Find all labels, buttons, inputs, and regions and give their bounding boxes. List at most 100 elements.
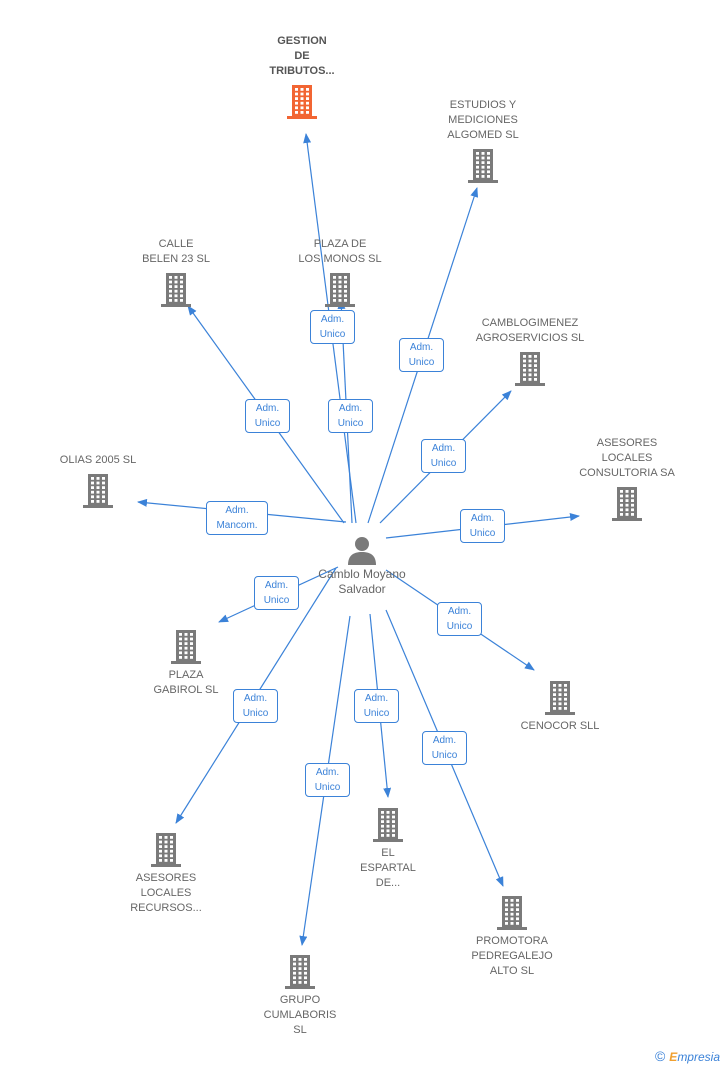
role-badge-gestion[interactable]: Adm. Unico bbox=[310, 310, 355, 344]
building-icon bbox=[161, 273, 191, 307]
company-name-line: LOCALES bbox=[601, 452, 653, 464]
role-badge-camblogimenez[interactable]: Adm. Unico bbox=[421, 439, 466, 473]
role-badge-plaza-gabirol[interactable]: Adm. Unico bbox=[254, 576, 299, 610]
role-text: Unico bbox=[319, 329, 346, 340]
person-name-line: Camblo bbox=[318, 567, 360, 581]
company-name-line: RECURSOS... bbox=[130, 902, 202, 914]
role-badge-calle[interactable]: Adm. Unico bbox=[245, 399, 290, 433]
company-name-line: CALLE bbox=[158, 238, 194, 250]
role-text: Adm. bbox=[432, 735, 457, 746]
company-name-line: SL bbox=[293, 1024, 307, 1036]
person-name-line: Salvador bbox=[338, 582, 386, 596]
building-icon bbox=[151, 833, 181, 867]
company-name-line: CENOCOR SLL bbox=[520, 720, 600, 732]
role-text: Adm. bbox=[264, 580, 289, 591]
role-text: Adm. bbox=[338, 403, 363, 414]
building-icon bbox=[468, 149, 498, 183]
company-name-line: PEDREGALEJO bbox=[471, 950, 553, 962]
company-name-line: GESTION bbox=[277, 35, 327, 47]
company-name-line: LOS MONOS SL bbox=[298, 253, 382, 265]
company-node-asesores-consultoria[interactable]: ASESORES LOCALES CONSULTORIA SA bbox=[547, 436, 707, 521]
role-badge-olias[interactable]: Adm.Mancom. bbox=[206, 501, 268, 535]
company-name: OLIAS 2005 SL bbox=[18, 453, 178, 468]
company-name-line: ESPARTAL bbox=[360, 862, 416, 874]
role-text: Adm. bbox=[431, 443, 456, 454]
role-text: Unico bbox=[263, 595, 290, 606]
company-node-cenocor[interactable]: CENOCOR SLL bbox=[480, 679, 640, 734]
company-name-line: LOCALES bbox=[140, 887, 192, 899]
role-text: Unico bbox=[314, 782, 341, 793]
company-name: CENOCOR SLL bbox=[480, 719, 640, 734]
role-text: Adm. bbox=[320, 314, 345, 325]
company-name-line: ALGOMED SL bbox=[447, 129, 519, 141]
company-node-calle[interactable]: CALLE BELEN 23 SL bbox=[96, 237, 256, 307]
role-badge-espartal[interactable]: Adm. Unico bbox=[354, 689, 399, 723]
company-name: ASESORES LOCALES RECURSOS... bbox=[86, 871, 246, 916]
company-name: CAMBLOGIMENEZ AGROSERVICIOS SL bbox=[450, 316, 610, 346]
role-badge-plaza-monos[interactable]: Adm.Unico bbox=[328, 399, 373, 433]
company-name: ASESORES LOCALES CONSULTORIA SA bbox=[547, 436, 707, 481]
role-text: Adm. bbox=[447, 606, 472, 617]
company-node-grupo[interactable]: GRUPO CUMLABORIS SL bbox=[220, 953, 380, 1038]
company-name-line: CUMLABORIS bbox=[263, 1009, 337, 1021]
role-badge-cenocor[interactable]: Adm. Unico bbox=[437, 602, 482, 636]
company-node-asesores-recursos[interactable]: ASESORES LOCALES RECURSOS... bbox=[86, 831, 246, 916]
building-icon bbox=[545, 681, 575, 715]
building-icon bbox=[287, 85, 317, 119]
company-name-line: EL bbox=[381, 847, 395, 859]
copyright-icon: © bbox=[654, 1048, 666, 1064]
role-text: Adm. bbox=[255, 403, 280, 414]
building-icon bbox=[612, 487, 642, 521]
company-name-line: BELEN 23 SL bbox=[142, 253, 210, 265]
role-text: Unico bbox=[446, 621, 473, 632]
role-text: Unico bbox=[363, 708, 390, 719]
company-name-line: GRUPO bbox=[279, 994, 321, 1006]
company-name-line: ASESORES bbox=[596, 437, 658, 449]
role-text: Adm. bbox=[364, 693, 389, 704]
building-icon bbox=[325, 273, 355, 307]
company-name-line: PROMOTORA bbox=[476, 935, 548, 947]
role-text: Unico bbox=[242, 708, 269, 719]
company-name-line: OLIAS 2005 SL bbox=[59, 454, 137, 466]
company-name-line: AGROSERVICIOS SL bbox=[475, 332, 585, 344]
role-text: Adm. bbox=[470, 513, 495, 524]
role-badge-promotora[interactable]: Adm.Unico bbox=[422, 731, 467, 765]
role-badge-asesores-recursos[interactable]: Adm.Unico bbox=[233, 689, 278, 723]
company-name-line: CONSULTORIA SA bbox=[579, 467, 675, 479]
company-node-camblogimenez[interactable]: CAMBLOGIMENEZ AGROSERVICIOS SL bbox=[450, 316, 610, 386]
company-name-line: TRIBUTOS... bbox=[269, 65, 335, 77]
role-text: Adm. bbox=[409, 342, 434, 353]
role-text: Adm. bbox=[225, 505, 249, 516]
company-node-estudios[interactable]: ESTUDIOS Y MEDICIONES ALGOMED SL bbox=[403, 98, 563, 183]
role-text: Unico bbox=[254, 418, 281, 429]
role-text: Unico bbox=[430, 458, 457, 469]
building-icon bbox=[171, 630, 201, 664]
person-node[interactable]: Camblo Moyano Salvador bbox=[302, 535, 422, 597]
company-name: CALLE BELEN 23 SL bbox=[96, 237, 256, 267]
person-name-line: Moyano bbox=[363, 567, 406, 581]
role-badge-estudios[interactable]: Adm.Unico bbox=[399, 338, 444, 372]
building-icon bbox=[83, 474, 113, 508]
company-name-line: GABIROL SL bbox=[153, 684, 219, 696]
role-badge-grupo[interactable]: Adm.Unico bbox=[305, 763, 350, 797]
company-name: GRUPO CUMLABORIS SL bbox=[220, 993, 380, 1038]
role-badge-asesores-consultoria[interactable]: Adm. Unico bbox=[460, 509, 505, 543]
role-text: Unico bbox=[469, 528, 496, 539]
company-name-line: CAMBLOGIMENEZ bbox=[481, 317, 579, 329]
company-name-line: MEDICIONES bbox=[448, 114, 518, 126]
company-node-olias[interactable]: OLIAS 2005 SL bbox=[18, 453, 178, 508]
building-icon bbox=[515, 352, 545, 386]
company-name-line: ASESORES bbox=[135, 872, 197, 884]
company-name-line: ESTUDIOS Y bbox=[449, 99, 517, 111]
building-icon bbox=[285, 955, 315, 989]
